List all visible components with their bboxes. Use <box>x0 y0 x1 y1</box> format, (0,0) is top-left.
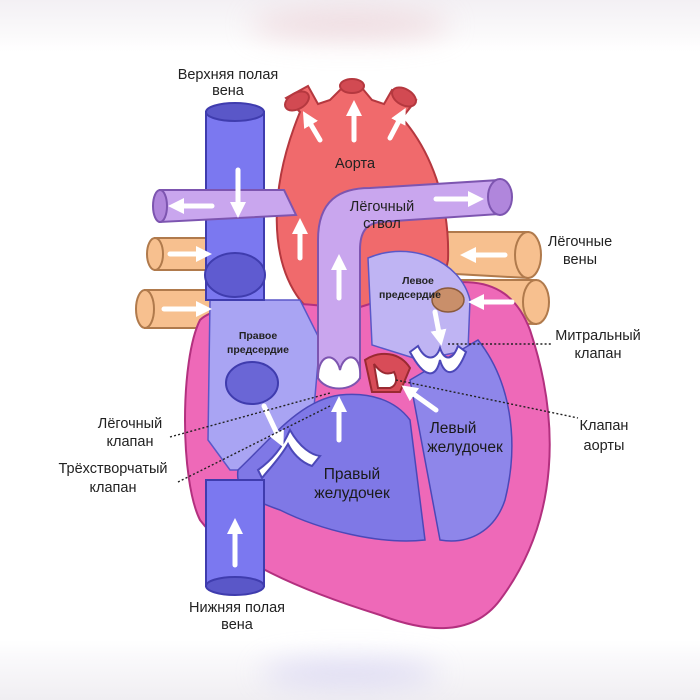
label-pulmonary-trunk-2: ствол <box>363 216 401 232</box>
label-aortic-valve-1: Клапан <box>580 418 629 434</box>
label-right-atrium-1: Правое <box>239 330 278 342</box>
label-left-ventricle-1: Левый <box>430 420 477 437</box>
arrow-aorta-left-branch <box>302 111 323 143</box>
label-superior-vena-cava-2: вена <box>212 83 245 99</box>
label-inferior-vena-cava-1: Нижняя полая <box>189 600 285 616</box>
label-aorta: Аорта <box>335 156 376 172</box>
leader-lines <box>169 343 579 483</box>
label-right-ventricle-1: Правый <box>324 466 380 483</box>
pulmonary-trunk <box>152 178 513 379</box>
label-left-atrium-1: Левое <box>402 275 434 287</box>
pulmonary-valve <box>316 356 362 390</box>
leader-tricuspid <box>177 405 331 483</box>
arrow-left-atrium-down <box>430 309 447 346</box>
label-mitral-valve-2: клапан <box>575 346 622 362</box>
label-right-ventricle-2: желудочек <box>314 485 390 502</box>
right-ventricle <box>236 393 426 542</box>
vena-cava <box>204 102 279 596</box>
label-pulmonary-veins-1: Лёгочные <box>548 234 612 250</box>
top-blur-blob <box>250 10 450 40</box>
label-pulmonary-trunk-1: Лёгочный <box>350 199 414 215</box>
label-inferior-vena-cava-2: вена <box>221 617 254 633</box>
pulmonary-vein-opening <box>431 287 465 313</box>
label-tricuspid-valve-2: клапан <box>90 480 137 496</box>
label-left-ventricle-2: желудочек <box>427 439 503 456</box>
flow-arrows <box>161 99 515 568</box>
leader-aortic <box>395 379 579 419</box>
label-pulmonary-veins-2: вены <box>563 252 597 268</box>
label-right-atrium-2: предсердие <box>227 344 289 356</box>
label-left-atrium-2: предсердие <box>379 289 441 301</box>
mitral-valve <box>408 344 468 375</box>
left-ventricle <box>409 339 513 542</box>
label-pulmonary-valve-1: Лёгочный <box>98 416 162 432</box>
aortic-valve <box>363 352 412 393</box>
arrow-aorta-right-branch <box>387 107 406 141</box>
label-pulmonary-valve-2: клапан <box>107 434 154 450</box>
label-superior-vena-cava-1: Верхняя полая <box>178 67 279 83</box>
arrow-lv-to-aorta <box>401 385 439 413</box>
label-aortic-valve-2: аорты <box>584 438 625 454</box>
arrow-ra-down <box>261 403 284 448</box>
label-mitral-valve-1: Митральный <box>555 328 641 344</box>
label-tricuspid-valve-1: Трёхстворчатый <box>59 461 168 477</box>
bottom-blur-blob <box>260 660 440 686</box>
